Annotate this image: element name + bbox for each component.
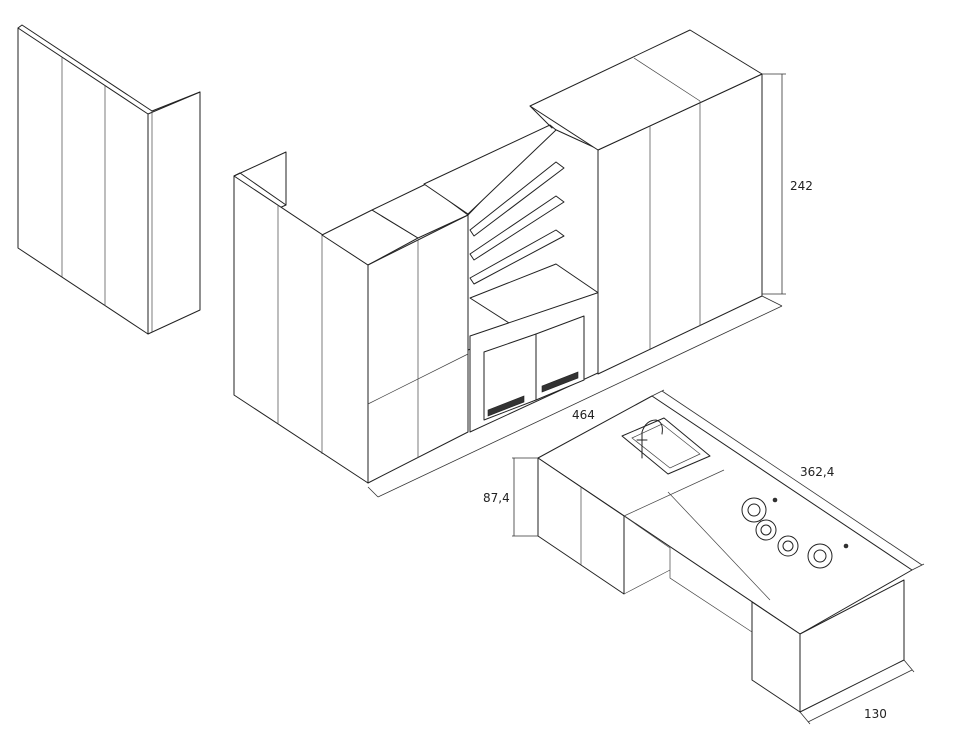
- standalone-cabinet-top-edge: [17, 24, 201, 112]
- dim-island-length-line: [661, 390, 923, 566]
- kitchen-island: [537, 395, 913, 713]
- island-recess-base: [623, 569, 671, 595]
- dim-island-depth-line: [807, 669, 913, 723]
- dim-length-line: [377, 305, 783, 498]
- wall-unit-return-top: [233, 172, 287, 206]
- burner-3-inner: [782, 540, 794, 552]
- burner-1-inner: [747, 503, 761, 517]
- niche-shelf-3: [469, 229, 565, 285]
- dim-label-height: 242: [790, 179, 813, 193]
- dim-label-island-height: 87,4: [483, 491, 510, 505]
- wall-unit-right-top-joint: [633, 57, 701, 102]
- dimension-lines: [367, 73, 925, 725]
- niche-shelf-2: [469, 195, 565, 261]
- wall-unit: [233, 29, 763, 484]
- burner-4-inner: [813, 549, 827, 563]
- hob-knob-2-icon: [843, 543, 849, 549]
- standalone-tall-cabinet: [17, 24, 201, 335]
- dim-island-depth-ext-2: [903, 659, 915, 673]
- island-sink: [621, 417, 711, 475]
- oven-left-handle: [487, 395, 525, 417]
- dim-length-ext-right: [761, 295, 783, 307]
- dim-island-depth-ext-1: [799, 711, 811, 725]
- dim-label-length: 464: [572, 408, 595, 422]
- standalone-cabinet-front: [17, 27, 149, 335]
- hob-knob-1-icon: [772, 497, 778, 503]
- dim-length-ext-left: [367, 486, 379, 498]
- island-recess-line: [623, 515, 753, 633]
- wall-unit-right-side-edge: [529, 105, 553, 129]
- burner-2-inner: [760, 524, 772, 536]
- niche-shelf-1: [469, 161, 565, 237]
- island-tap: [641, 419, 663, 459]
- dim-label-island-length: 362,4: [800, 465, 834, 479]
- island-worktop-seam-1: [623, 469, 725, 517]
- dim-island-length-ext-2: [911, 563, 925, 571]
- dim-label-island-depth: 130: [864, 707, 887, 721]
- island-worktop-seam-2: [667, 491, 771, 601]
- hob: [741, 497, 849, 569]
- island-sink-basin: [631, 423, 701, 469]
- wall-unit-middle-horizontal: [367, 353, 469, 405]
- oven-right-handle: [541, 371, 579, 393]
- standalone-cabinet-side: [147, 91, 201, 335]
- niche-canopy: [423, 124, 557, 215]
